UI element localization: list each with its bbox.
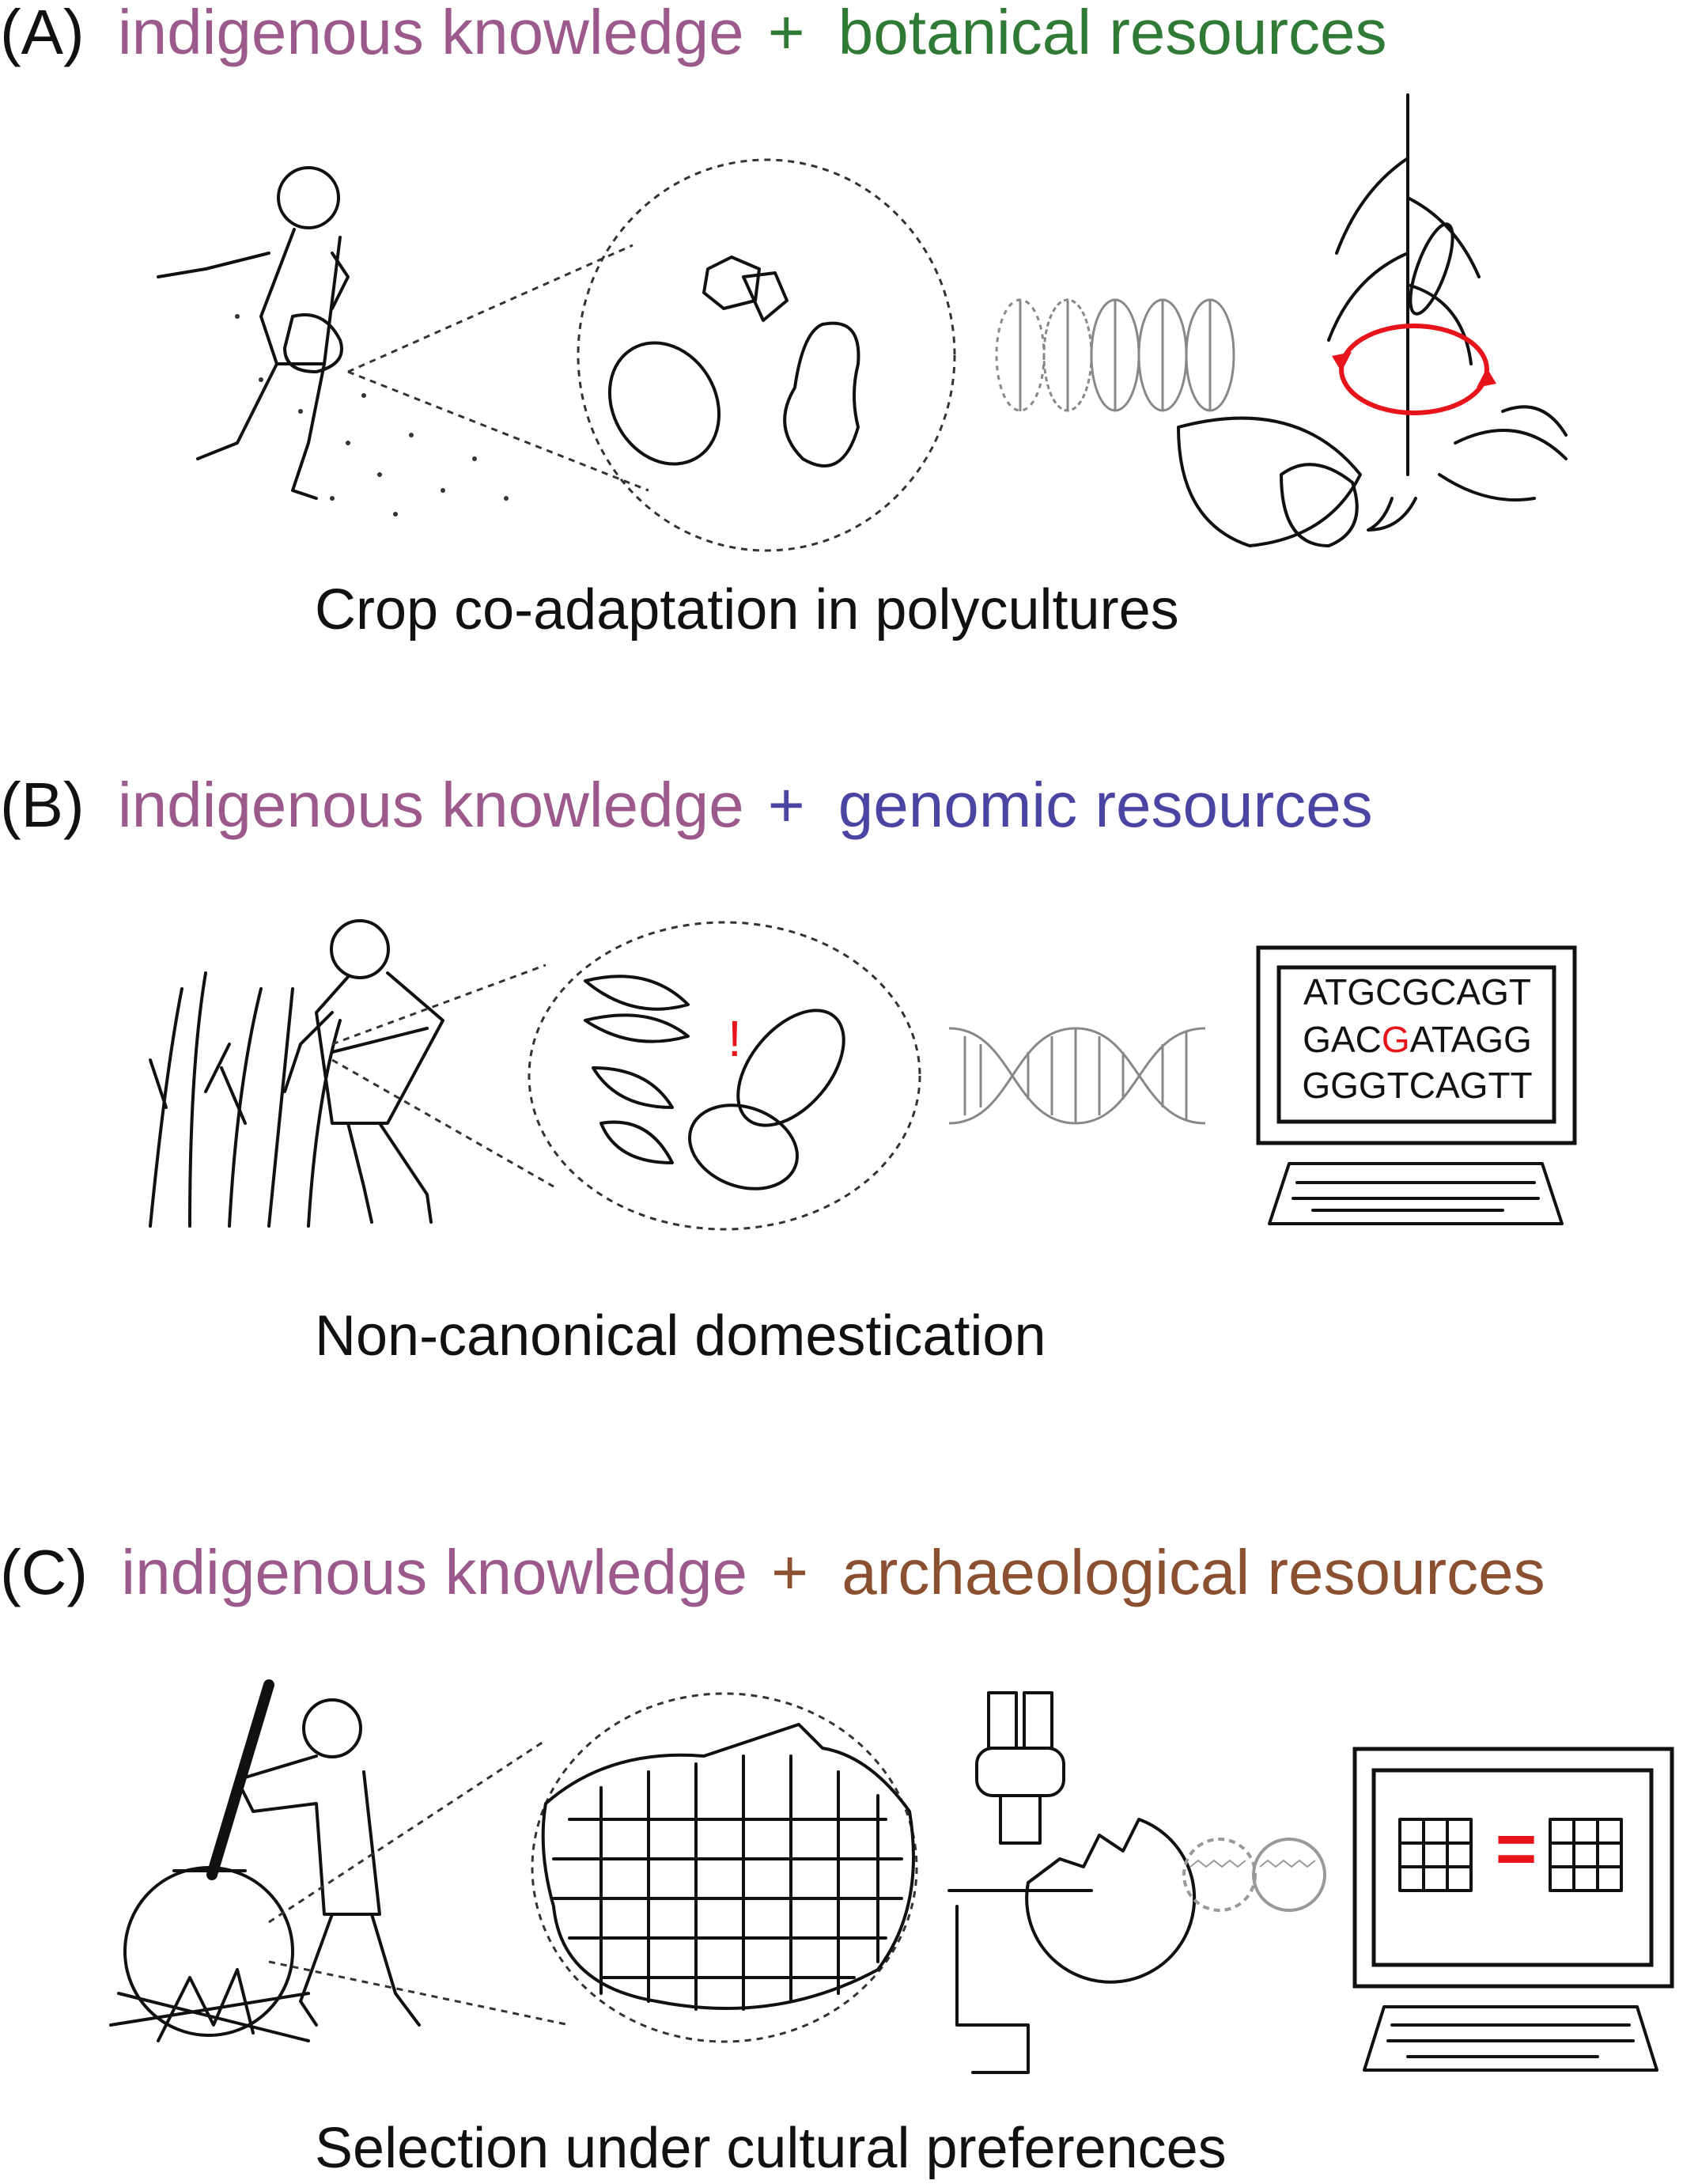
resource-label: genomic resources [838, 770, 1373, 840]
knowledge-label: indigenous knowledge [118, 770, 744, 840]
zoom-circle [531, 1692, 918, 2043]
panel-c: (C) indigenous knowledge + archaeologica… [0, 1537, 1674, 2180]
computer-monitor-icon [1352, 1747, 1674, 2072]
microscope-icon [947, 1691, 1197, 2074]
seeds-icon [607, 255, 860, 467]
resource-label: archaeological resources [842, 1537, 1545, 1607]
sequence-line-3: GGGTCAGTT [1302, 1065, 1532, 1106]
plus-sign: + [768, 0, 805, 67]
starch-cells-comparison-icon [1398, 1818, 1623, 1892]
sowing-farmer-icon [157, 166, 350, 500]
panel-b: (B) indigenous knowledge + genomic resou… [0, 770, 1577, 1368]
zoom-lines [268, 1739, 570, 2027]
sequence-line-2: GACGATAGG [1303, 1019, 1532, 1060]
equals-sign: = [1496, 1810, 1537, 1889]
harvesting-farmer-icon [149, 919, 444, 1228]
panel-c-header: (C) indigenous knowledge + archaeologica… [0, 1537, 1545, 1607]
zoom-lines [331, 963, 554, 1188]
resource-label: botanical resources [838, 0, 1387, 67]
plus-sign: + [768, 770, 805, 840]
panel-a-header: (A) indigenous knowledge + botanical res… [0, 0, 1387, 67]
panel-c-caption: Selection under cultural preferences [315, 2117, 1227, 2180]
sequence-segment: ATAGG [1410, 1019, 1532, 1060]
panel-b-caption: Non-canonical domestication [315, 1304, 1046, 1368]
panel-label: (B) [0, 770, 85, 840]
polyculture-plant-icon [1177, 93, 1568, 547]
seeds-icon [584, 975, 845, 1190]
panel-b-header: (B) indigenous knowledge + genomic resou… [0, 770, 1373, 840]
scattered-seeds-icon [235, 314, 509, 517]
cooking-farmer-icon [109, 1679, 421, 2042]
panel-a: (A) indigenous knowledge + botanical res… [0, 0, 1568, 642]
starch-cells-icon [541, 1723, 915, 2011]
computer-monitor-icon [1256, 945, 1577, 1225]
dna-sequence: ATGCGCAGT GACGATAGG GGGTCAGTT [1302, 971, 1532, 1106]
dna-helix-icon [948, 1027, 1206, 1125]
panel-a-caption: Crop co-adaptation in polycultures [315, 578, 1179, 642]
knowledge-label: indigenous knowledge [121, 1537, 747, 1607]
sequence-line-1: ATGCGCAGT [1303, 971, 1531, 1013]
zoom-circle [528, 921, 921, 1231]
pottery-transition-icon [1182, 1838, 1326, 1912]
zoom-lines [347, 244, 649, 492]
plus-sign: + [771, 1537, 808, 1607]
zoom-circle [577, 158, 956, 552]
mutation-exclamation: ! [728, 1010, 742, 1067]
dna-transition-icon [995, 298, 1235, 412]
panel-label: (A) [0, 0, 85, 67]
sequence-segment: GAC [1303, 1019, 1382, 1060]
knowledge-label: indigenous knowledge [118, 0, 744, 67]
co-adaptation-cycle-icon [1332, 324, 1496, 415]
mutated-base: G [1382, 1019, 1410, 1060]
panel-label: (C) [0, 1537, 88, 1607]
